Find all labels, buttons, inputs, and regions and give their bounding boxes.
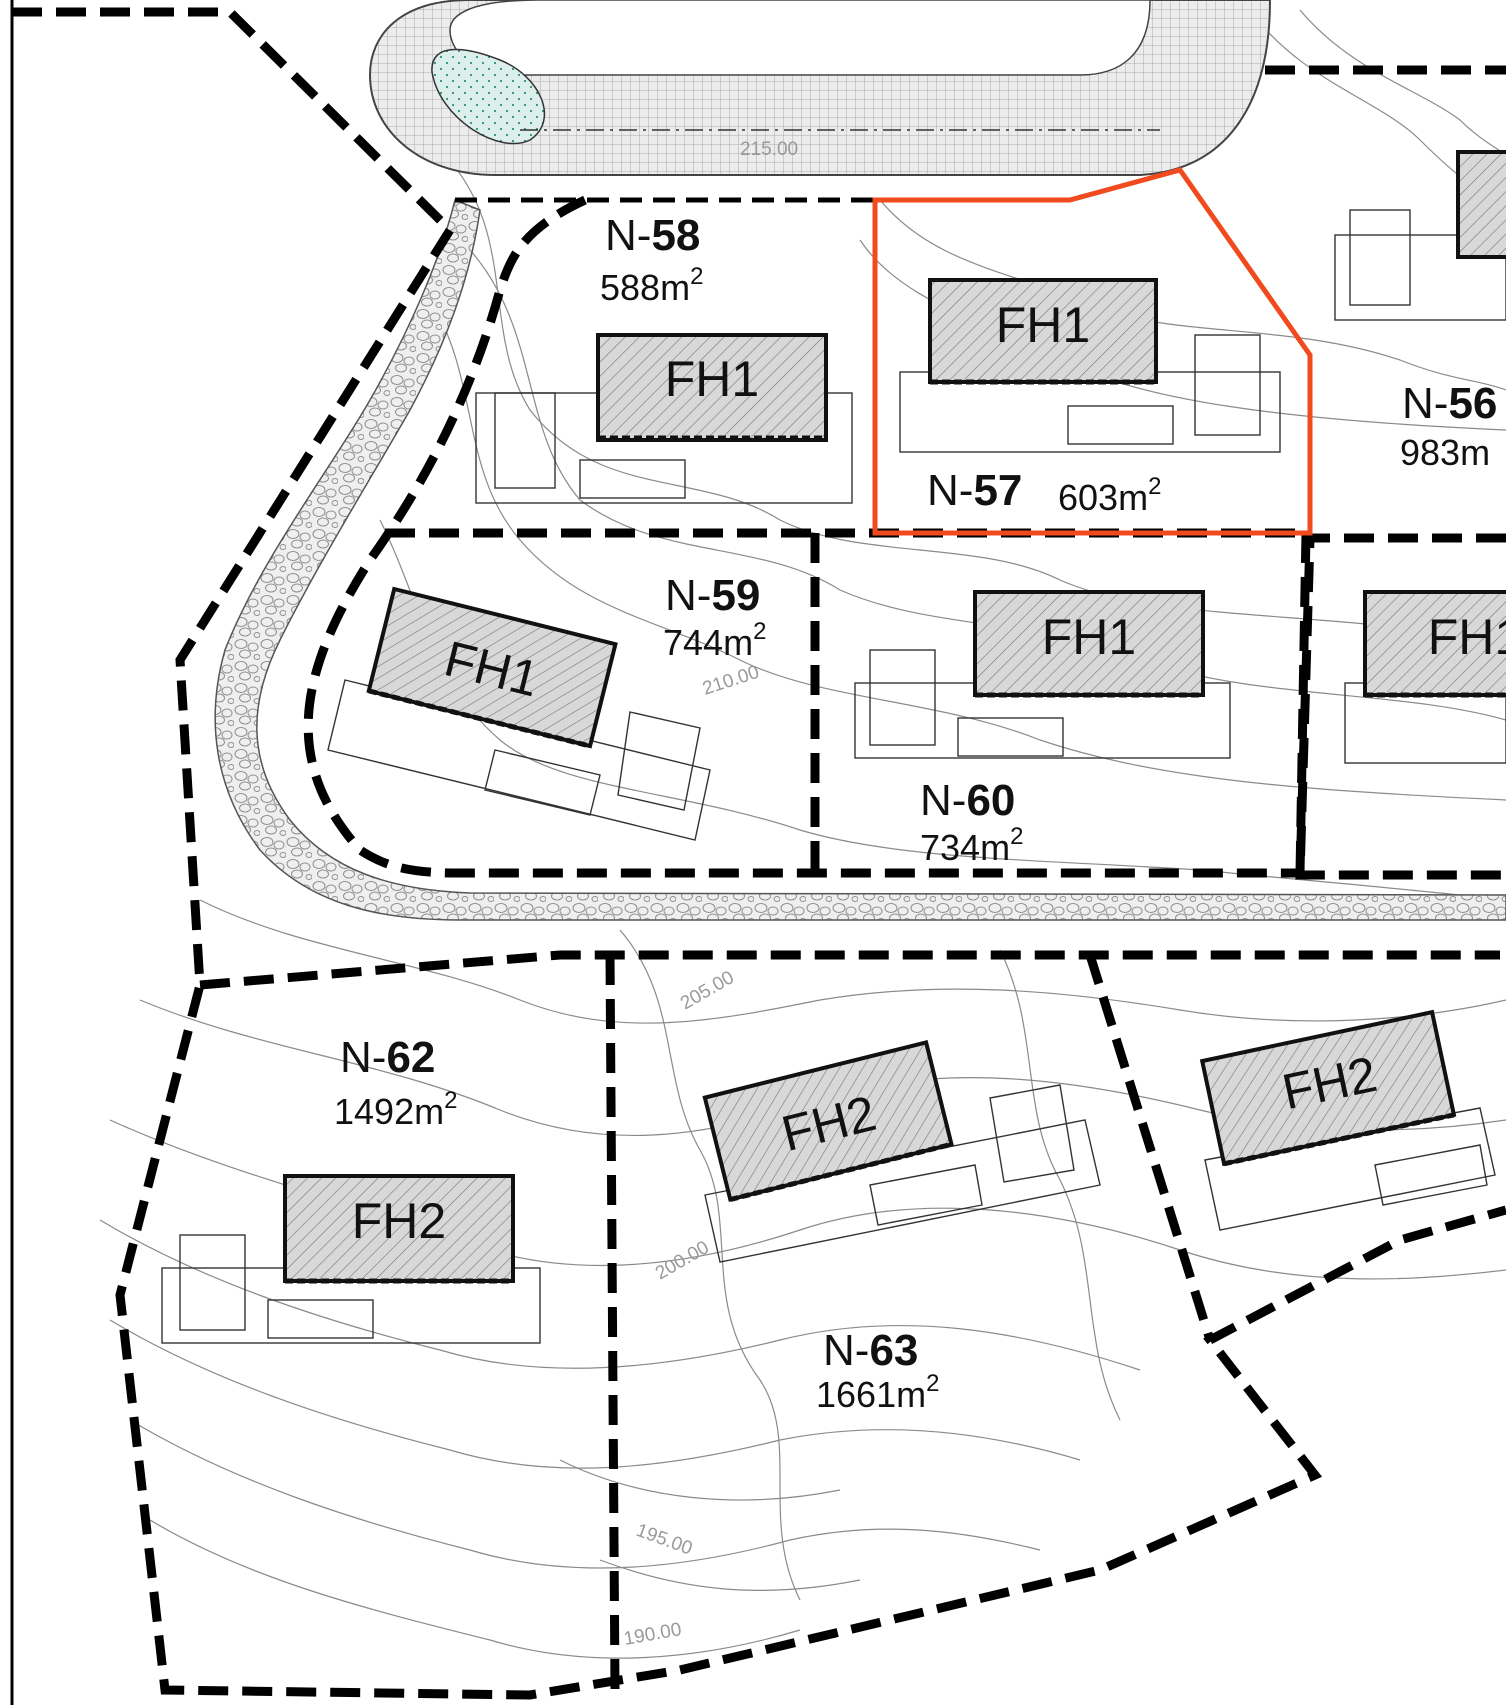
svg-text:N-62: N-62 (340, 1033, 435, 1082)
house-n56-partial (1456, 150, 1506, 259)
svg-text:983m: 983m (1400, 432, 1490, 473)
road-island (449, 0, 1151, 76)
house-n58: FH1 (596, 333, 828, 442)
svg-text:1492m2: 1492m2 (334, 1087, 457, 1132)
page-background (12, 0, 1506, 1705)
selected-lot-outline (872, 167, 1313, 536)
lot-n56-label: N-56 983m (1400, 379, 1497, 473)
site-boundaries (12, 7, 1506, 1700)
house-n57: FH1 (928, 278, 1158, 385)
svg-text:N-58: N-58 (605, 211, 700, 260)
svg-text:N-57: N-57 (927, 466, 1022, 515)
house-n63: FH2 (702, 1040, 954, 1202)
lot-n60-label: N-60 734m2 (920, 776, 1023, 868)
house-code-label: FH1 (996, 297, 1090, 353)
svg-text:N-60: N-60 (920, 776, 1015, 825)
house-n61-partial: FH1 (1363, 590, 1506, 698)
svg-text:N-63: N-63 (823, 1326, 918, 1375)
house-code-label: FH1 (1428, 609, 1506, 665)
house-n59: FH1 (366, 586, 618, 749)
svg-text:734m2: 734m2 (920, 823, 1023, 868)
lot-n58-label: N-58 588m2 (600, 211, 703, 308)
svg-text:744m2: 744m2 (663, 618, 766, 663)
contour-label: 215.00 (740, 139, 798, 160)
lot-labels: N-58 588m2 N-57 603m2 N-56 983m N-59 744… (334, 211, 1497, 1415)
lot-n63-label: N-63 1661m2 (816, 1326, 939, 1415)
svg-text:603m2: 603m2 (1058, 473, 1161, 518)
house-n64-partial: FH2 (1199, 1009, 1457, 1167)
svg-text:588m2: 588m2 (600, 263, 703, 308)
svg-text:N-56: N-56 (1402, 379, 1497, 428)
house-n60: FH1 (973, 590, 1205, 698)
svg-text:1661m2: 1661m2 (816, 1370, 939, 1415)
house-code-label: FH2 (352, 1193, 446, 1249)
lot-n62-label: N-62 1492m2 (334, 1033, 457, 1132)
house-n62: FH2 (283, 1174, 515, 1284)
house-code-label: FH1 (1042, 609, 1136, 665)
lot-n59-label: N-59 744m2 (663, 571, 766, 663)
lot-n57-label: N-57 603m2 (927, 466, 1161, 518)
gravel-path (214, 198, 1506, 921)
svg-text:N-59: N-59 (665, 571, 760, 620)
house-code-label: FH1 (665, 351, 759, 407)
house-footprints: FH1 FH1 FH1 FH1 FH1 FH2 (283, 150, 1506, 1284)
green-planting-area (431, 48, 546, 145)
